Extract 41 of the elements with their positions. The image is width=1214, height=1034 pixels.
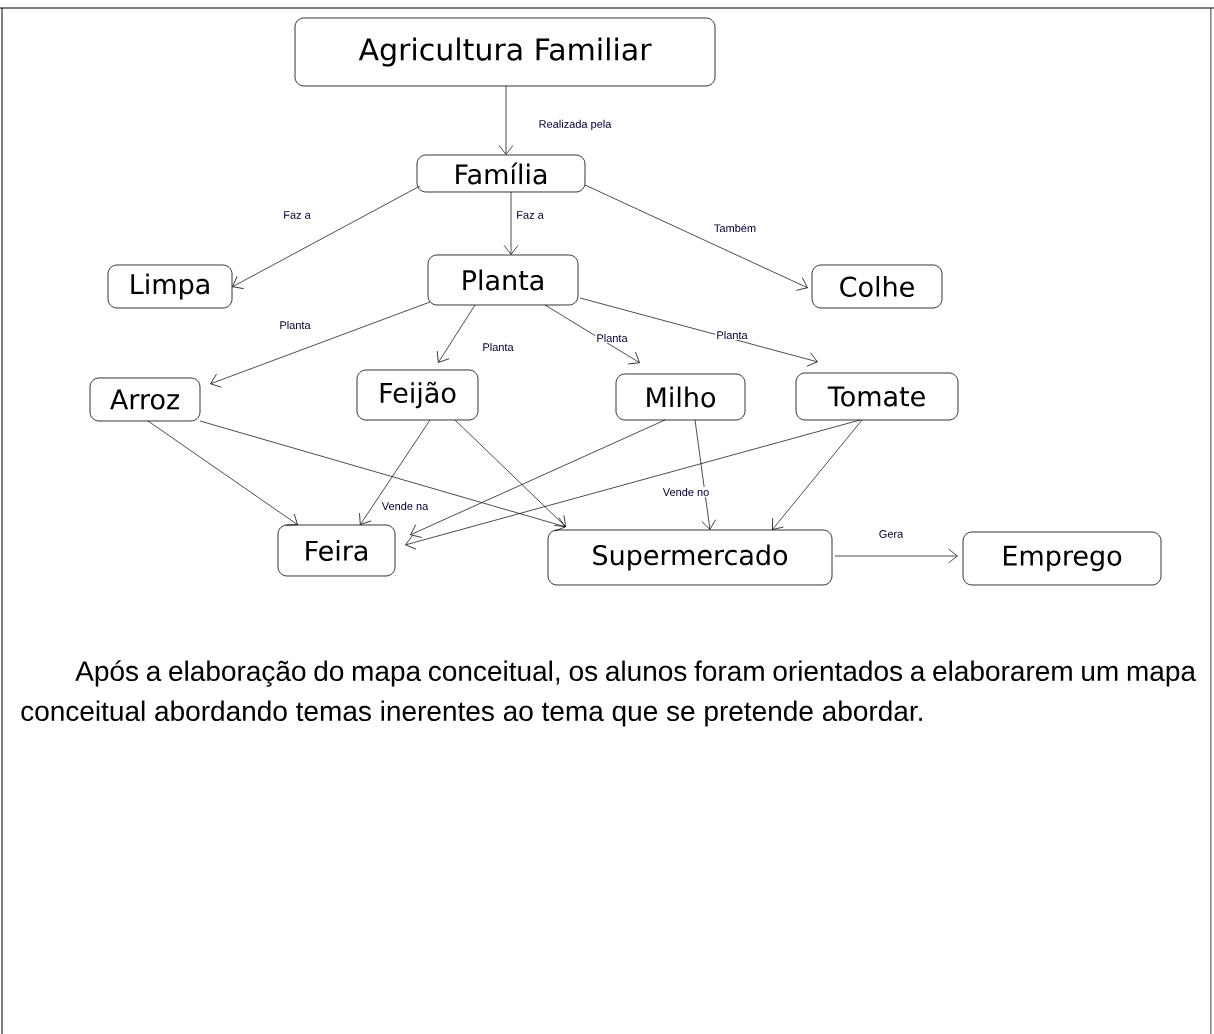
concept-box: Supermercado	[547, 529, 833, 586]
concept-box: Agricultura Familiar	[294, 17, 716, 87]
arrow	[405, 419, 861, 550]
edge-label: Planta	[595, 332, 629, 344]
edge-label: Planta	[715, 329, 749, 341]
edge-label: Vende no	[661, 486, 711, 498]
arrow	[436, 304, 476, 363]
arrow	[199, 420, 566, 532]
arrow	[359, 419, 431, 525]
arrow	[410, 419, 666, 538]
edge-label: Faz a	[515, 210, 545, 220]
edge-label: Gera	[877, 529, 905, 539]
concept-box: Feira	[277, 524, 396, 577]
arrow	[498, 85, 514, 155]
arrow	[454, 419, 566, 527]
edge-label: Realizada pela	[537, 118, 613, 132]
concept-box: Emprego	[962, 531, 1162, 586]
concept-box: Limpa	[107, 264, 233, 309]
edge-label: Planta	[481, 341, 515, 353]
arrow	[147, 420, 298, 526]
arrow	[210, 301, 431, 388]
concept-box: Planta	[427, 254, 579, 306]
concept-box: Milho	[615, 373, 746, 421]
edge-label: Também	[712, 222, 758, 234]
concept-box: Arroz	[89, 377, 201, 422]
arrow	[579, 297, 818, 367]
arrow	[834, 548, 958, 564]
arrow	[232, 185, 421, 289]
concept-box: Família	[416, 154, 586, 193]
edge-label: Vende na	[380, 500, 430, 512]
arrow	[694, 419, 716, 530]
concept-box: Feijão	[356, 369, 479, 421]
arrow	[503, 191, 519, 255]
arrow	[584, 184, 808, 291]
edge-label: Planta	[278, 319, 312, 331]
edge-label: Faz a	[282, 210, 312, 220]
arrow	[544, 304, 640, 365]
paragraph: Após a elaboração do mapa conceitual, os alunos foram orientados a elaborarem um mapa conceitual abordando temas inerentes ao tema que se pretende abordar.	[21, 660, 1196, 727]
concept-box: Tomate	[795, 372, 959, 421]
arrow	[772, 419, 863, 530]
concept-box: Colhe	[811, 264, 943, 309]
